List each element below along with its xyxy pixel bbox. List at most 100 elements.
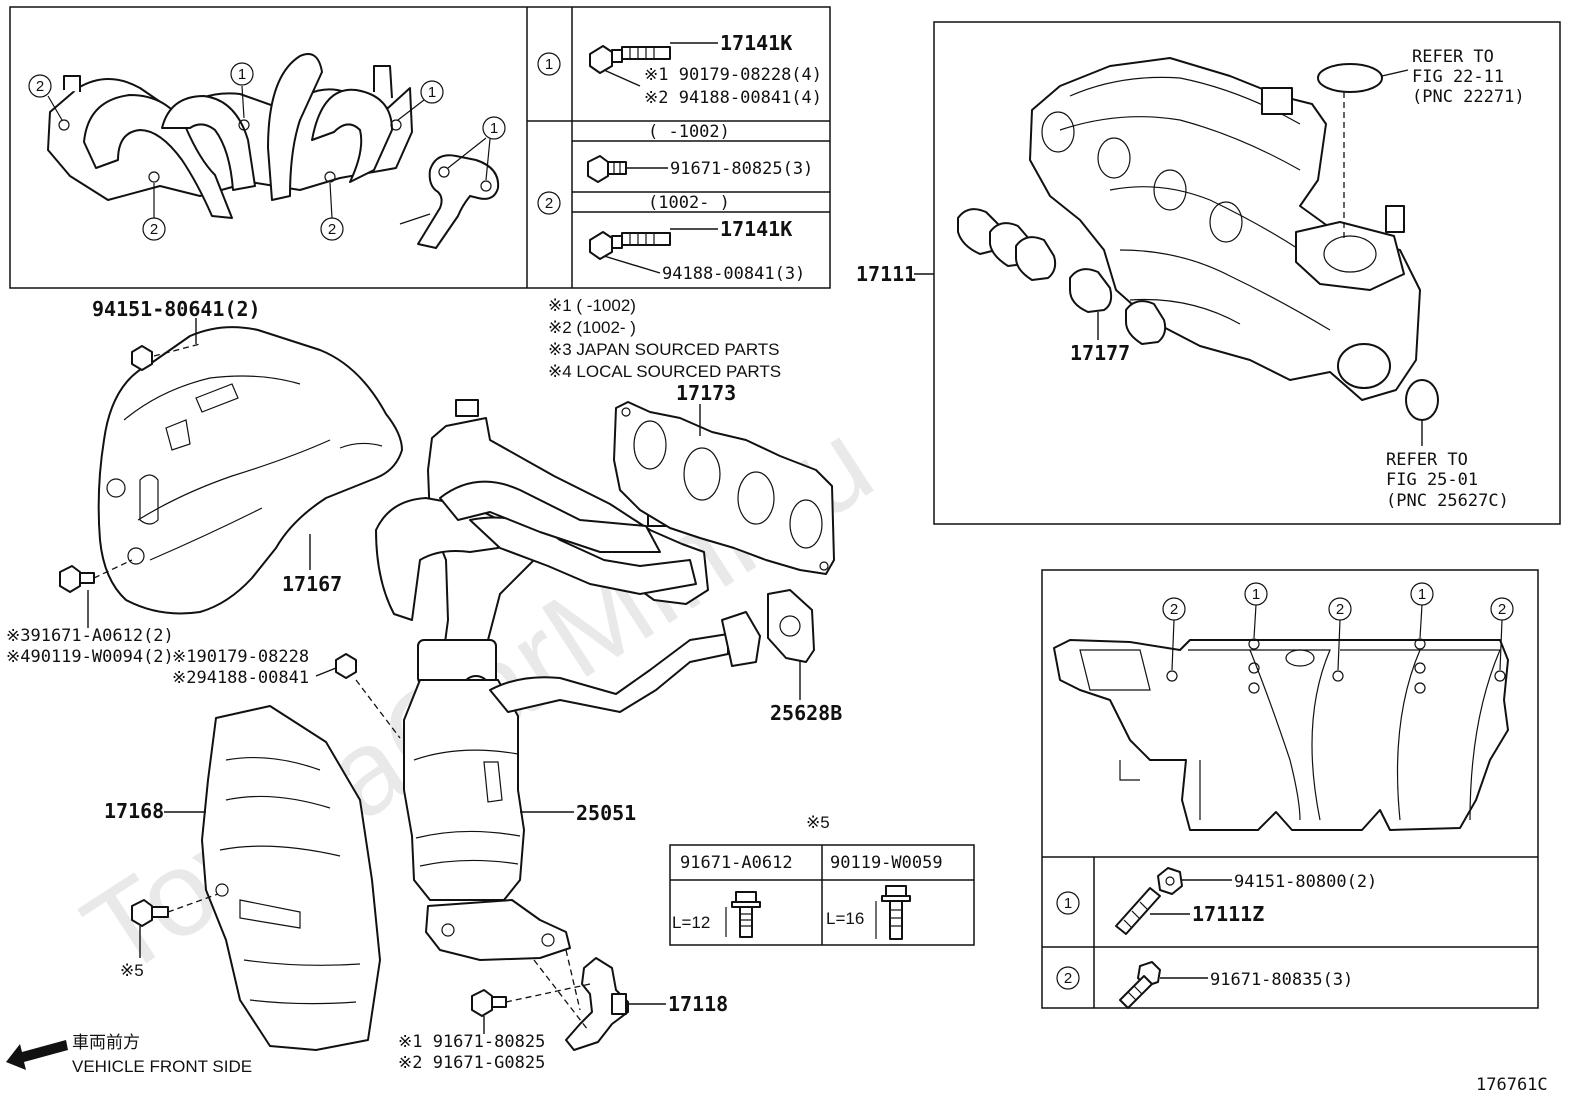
- vehicle-front-arrow: [6, 1040, 68, 1070]
- intake-manifold: [1029, 57, 1421, 401]
- marker-1: 1: [1252, 586, 1260, 603]
- bolt-length-2: L=16: [826, 909, 864, 928]
- part-94188-00841: ※294188-00841: [172, 668, 309, 688]
- top-fastener-table: 2 1 1 1 2 2 1: [9, 6, 831, 289]
- marker-1: 1: [428, 84, 436, 101]
- heat-insulator-lower: [201, 705, 381, 1051]
- refer-2-line-1: REFER TO: [1386, 450, 1468, 470]
- part-17141K: 17141K: [720, 31, 792, 55]
- marker-2-circle: [320, 217, 344, 241]
- marker-2: 2: [1498, 601, 1506, 618]
- o-ring-top: [1317, 63, 1383, 93]
- flange-bolt-icon: [875, 885, 911, 940]
- row-1-number: 1: [1064, 895, 1072, 912]
- note-2: ※2 (1002- ): [548, 318, 636, 337]
- front-side-jp: 車両前方: [72, 1033, 140, 1052]
- part-17168: 17168: [104, 799, 164, 823]
- bolt-length-1: L=12: [672, 913, 710, 932]
- part-91671-80835: 91671-80835(3): [1210, 970, 1353, 990]
- nut-icon: [335, 653, 357, 679]
- bolt-col-2: 90119-W0059: [830, 853, 943, 873]
- front-side-en: VEHICLE FRONT SIDE: [72, 1057, 252, 1076]
- bolt-icon: [587, 155, 627, 183]
- row-1-number: 1: [545, 56, 553, 73]
- note-5-marker: ※5: [120, 961, 144, 980]
- part-25628B: 25628B: [770, 701, 842, 725]
- manifold-marker-group: 2 1 1 1 2 2: [28, 62, 506, 241]
- exhaust-manifold-gasket: [613, 401, 835, 575]
- stud-icon: [1115, 887, 1161, 935]
- footnotes: ※1 ( -1002) ※2 (1002- ) ※3 JAPAN SOURCED…: [548, 296, 781, 381]
- exhaust-pipe-gasket: [767, 589, 815, 663]
- note-4: ※4 LOCAL SOURCED PARTS: [548, 362, 781, 381]
- intake-manifold-front-view: [1053, 638, 1509, 831]
- marker-2: 2: [150, 221, 158, 238]
- marker-1-circle: [420, 80, 444, 104]
- heat-insulator-upper: [97, 326, 403, 615]
- part-17111: 17111: [856, 262, 916, 286]
- refer-1-line-2: FIG 22-11: [1412, 67, 1504, 87]
- marker-2-circle: [142, 217, 166, 241]
- nut-icon: [1157, 867, 1183, 895]
- bolt-length-table: ※5 91671-A0612 90119-W0059 L=12 L=16: [669, 813, 975, 946]
- marker-1: 1: [490, 120, 498, 137]
- part-91671-80825: 91671-80825(3): [670, 159, 813, 179]
- row-2-number: 2: [545, 195, 553, 212]
- refer-1-line-1: REFER TO: [1412, 47, 1494, 67]
- bolt-col-1: 91671-A0612: [680, 853, 793, 873]
- part-91671-G0825: ※2 91671-G0825: [398, 1053, 545, 1073]
- nut-icon: [131, 345, 153, 371]
- part-94151-80641: 94151-80641(2): [92, 297, 261, 321]
- part-91671-80825: ※1 91671-80825: [398, 1032, 545, 1052]
- part-17118: 17118: [668, 992, 728, 1016]
- exhaust-manifold-converter: [375, 399, 761, 961]
- row-2-number: 2: [1064, 970, 1072, 987]
- part-17111Z: 17111Z: [1192, 902, 1264, 926]
- stud-icon: [589, 231, 671, 260]
- part-90179-08228: ※190179-08228: [172, 647, 309, 667]
- marker-1: 1: [238, 66, 246, 83]
- marker-1-circle: [482, 116, 506, 140]
- bolt-icon: [59, 565, 95, 593]
- intake-manifold-panel: 17177 REFER TO FIG 22-11 (PNC 22271) REF…: [933, 21, 1561, 525]
- intake-fastener-table: 2 1 2 1 2 1 94151-80800(2): [1041, 569, 1539, 1009]
- bolt-icon: [1119, 961, 1161, 1009]
- bolt-icon: [131, 899, 169, 927]
- range-after-1002: (1002- ): [648, 193, 730, 213]
- part-94188-00841: 94188-00841(3): [662, 264, 805, 284]
- refer-2-line-2: FIG 25-01: [1386, 470, 1478, 490]
- marker-2: 2: [328, 221, 336, 238]
- part-17141K: 17141K: [720, 217, 792, 241]
- note-3: ※3 JAPAN SOURCED PARTS: [548, 340, 780, 359]
- exhaust-bracket: [565, 957, 629, 1051]
- figure-id: 176761C: [1476, 1075, 1548, 1095]
- part-17177: 17177: [1070, 341, 1130, 365]
- part-25051: 25051: [576, 801, 636, 825]
- stud-icon: [589, 45, 671, 74]
- o-ring-bottom: [1405, 379, 1439, 421]
- marker-1: 1: [1418, 586, 1426, 603]
- part-91671-A0612: ※391671-A0612(2): [6, 626, 174, 646]
- intake-marker-group: 2 1 2 1 2: [1162, 582, 1514, 671]
- marker-1-circle: [230, 62, 254, 86]
- marker-2-circle: [28, 74, 52, 98]
- part-90179-08228: ※1 90179-08228(4): [644, 65, 822, 85]
- intake-gasket-set: [957, 208, 1167, 345]
- range-before-1002: ( -1002): [648, 122, 730, 142]
- note-1: ※1 ( -1002): [548, 296, 636, 315]
- marker-2: 2: [1336, 601, 1344, 618]
- exhaust-manifold-flange-sketch: [47, 53, 500, 249]
- refer-1-line-3: (PNC 22271): [1412, 87, 1525, 107]
- marker-2: 2: [1170, 601, 1178, 618]
- part-17173: 17173: [676, 381, 736, 405]
- bolt-icon: [471, 989, 507, 1017]
- part-94151-80800: 94151-80800(2): [1234, 872, 1377, 892]
- part-17167: 17167: [282, 572, 342, 596]
- flange-bolt-icon: [725, 891, 761, 938]
- part-90119-W0094: ※490119-W0094(2): [6, 647, 174, 667]
- part-94188-00841: ※2 94188-00841(4): [644, 88, 822, 108]
- marker-2: 2: [36, 78, 44, 95]
- bolt-table-title: ※5: [806, 813, 830, 832]
- refer-2-line-3: (PNC 25627C): [1386, 491, 1509, 511]
